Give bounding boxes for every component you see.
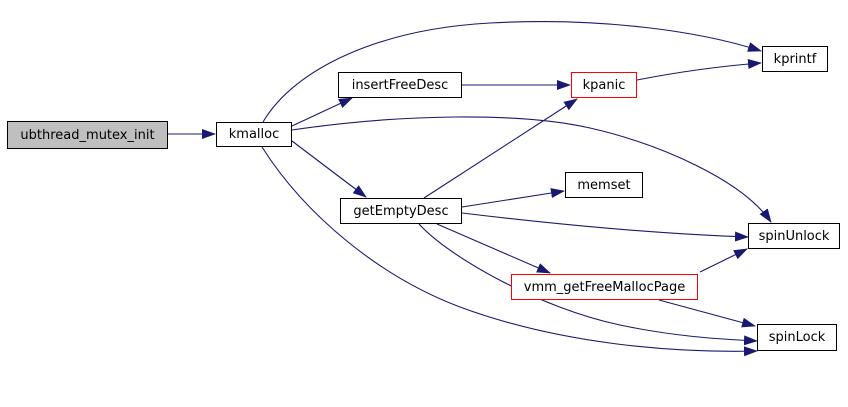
node-kprintf[interactable]: kprintf (762, 46, 828, 72)
edge-getEmptyDesc-to-memset (461, 188, 565, 208)
node-ubthread_mutex_init: ubthread_mutex_init (7, 121, 168, 149)
edge-kmalloc-to-kprintf (262, 21, 762, 123)
edge-kmalloc-to-insertFreeDesc (291, 97, 353, 127)
node-kpanic[interactable]: kpanic (571, 72, 637, 98)
edge-vmm_getFreeMallocPage-to-spinUnlock (699, 248, 748, 273)
node-spinUnlock[interactable]: spinUnlock (748, 223, 840, 249)
edge-getEmptyDesc-to-spinUnlock (461, 212, 749, 242)
edge-kpanic-to-kprintf (636, 59, 762, 81)
node-kmalloc[interactable]: kmalloc (216, 122, 292, 147)
node-insertFreeDesc[interactable]: insertFreeDesc (338, 72, 462, 98)
node-memset[interactable]: memset (565, 172, 643, 198)
node-getEmptyDesc[interactable]: getEmptyDesc (340, 198, 462, 224)
edge-kmalloc-to-spinUnlock (291, 116, 772, 223)
node-spinLock[interactable]: spinLock (757, 324, 837, 351)
edge-vmm_getFreeMallocPage-to-spinLock (658, 299, 756, 328)
edge-kmalloc-to-spinLock (261, 146, 758, 357)
edge-getEmptyDesc-to-vmm_getFreeMallocPage (436, 223, 551, 274)
node-vmm_getFreeMallocPage[interactable]: vmm_getFreeMallocPage (511, 274, 698, 300)
edge-getEmptyDesc-to-kpanic (423, 98, 578, 199)
edge-kmalloc-to-getEmptyDesc (291, 140, 367, 198)
edge-getEmptyDesc-to-spinLock (418, 223, 758, 346)
